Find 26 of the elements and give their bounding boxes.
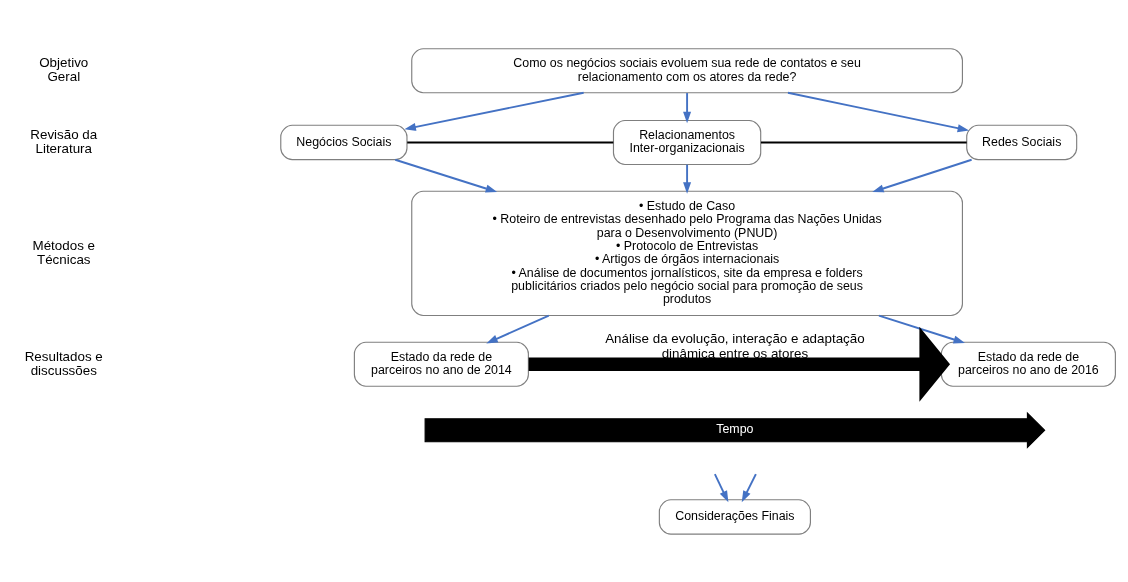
arrow (394, 158, 498, 193)
arrow (528, 326, 950, 402)
arrow (741, 473, 757, 503)
arrow (486, 314, 550, 344)
arrow (404, 91, 585, 131)
label: Revisão da Literatura (30, 126, 98, 157)
arrow (683, 163, 692, 194)
arrow (713, 473, 729, 503)
node-box: • Estudo de Caso • Roteiro de entrevistas desenhado pelo Programa das Nações Unidas para o Desenvolvimento (PNUD) • Protocolo de Entrevistas • Artigos de órgãos internacionais • Análise de documentos jornalísticos, site da empresa e folders publicitários criados pelo negócio social para promoção de seus produtos (411, 190, 963, 317)
label: Métodos e Técnicas (32, 237, 95, 268)
node-box: Estado da rede de parceiros no ano de 2016 (940, 341, 1116, 387)
arrow (878, 314, 965, 344)
node-box: Como os negócios sociais evoluem sua rede de contatos e seu relacionamento com os atores da rede? (411, 48, 963, 94)
arrow (787, 91, 970, 133)
arrow (872, 158, 973, 193)
arrow (683, 92, 692, 124)
label: Objetivo Geral (39, 55, 89, 85)
node-box: Redes Sociais (966, 124, 1078, 161)
connector (406, 141, 615, 144)
connector (760, 141, 968, 144)
node-box: Relacionamentos Inter-organizacionais (612, 119, 762, 166)
label: Resultados e discussões (24, 348, 103, 378)
node-box: Considerações Finais (658, 499, 811, 535)
node-box: Negócios Sociais (280, 124, 408, 161)
node-box: Estado da rede de parceiros no ano de 2014 (353, 341, 529, 387)
edge-label: Análise da evolução, interação e adaptação dinâmica entre os atores (605, 331, 865, 361)
